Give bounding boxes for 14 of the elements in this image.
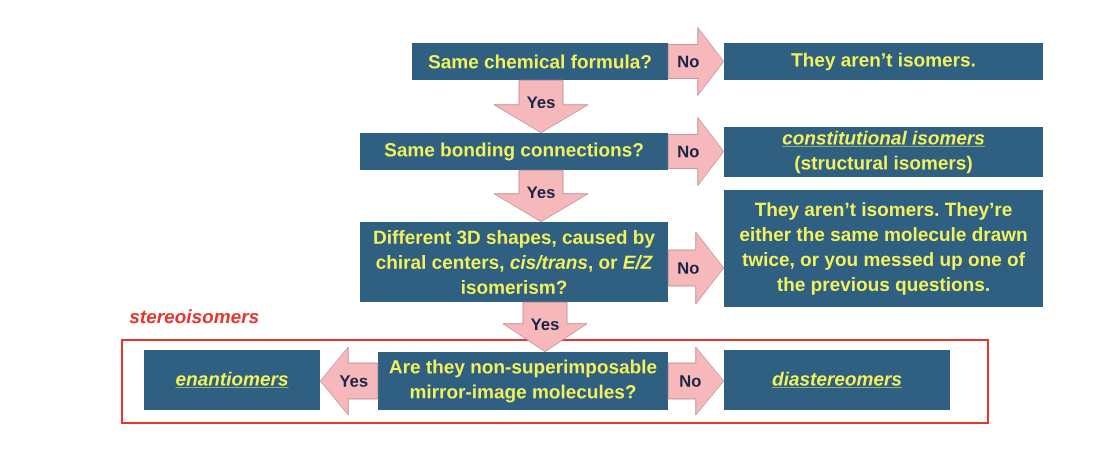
arrow [667, 346, 725, 416]
question-box: Are they non-superimposable mirror-image molecules? [378, 352, 668, 410]
result-box: diastereomers [724, 350, 950, 410]
group-heading: stereoisomers [129, 309, 259, 324]
question-box: Same bonding connections? [360, 133, 668, 170]
arrow-label: No [676, 145, 701, 158]
result-box: They aren’t isomers. They’re either the same molecule drawn twice, or you messed up one of the previous questions. [724, 190, 1043, 307]
result-box: They aren’t isomers. [724, 43, 1043, 80]
result-box: enantiomers [144, 350, 320, 410]
question-box: Same chemical formula? [412, 43, 668, 80]
question-box: Different 3D shapes, caused by chiral centers, cis/trans, or E/Z isomerism? [360, 222, 668, 302]
arrow [667, 231, 725, 305]
arrow-label: No [676, 55, 701, 68]
result-box: constitutional isomers (structural isomers) [724, 127, 1043, 177]
